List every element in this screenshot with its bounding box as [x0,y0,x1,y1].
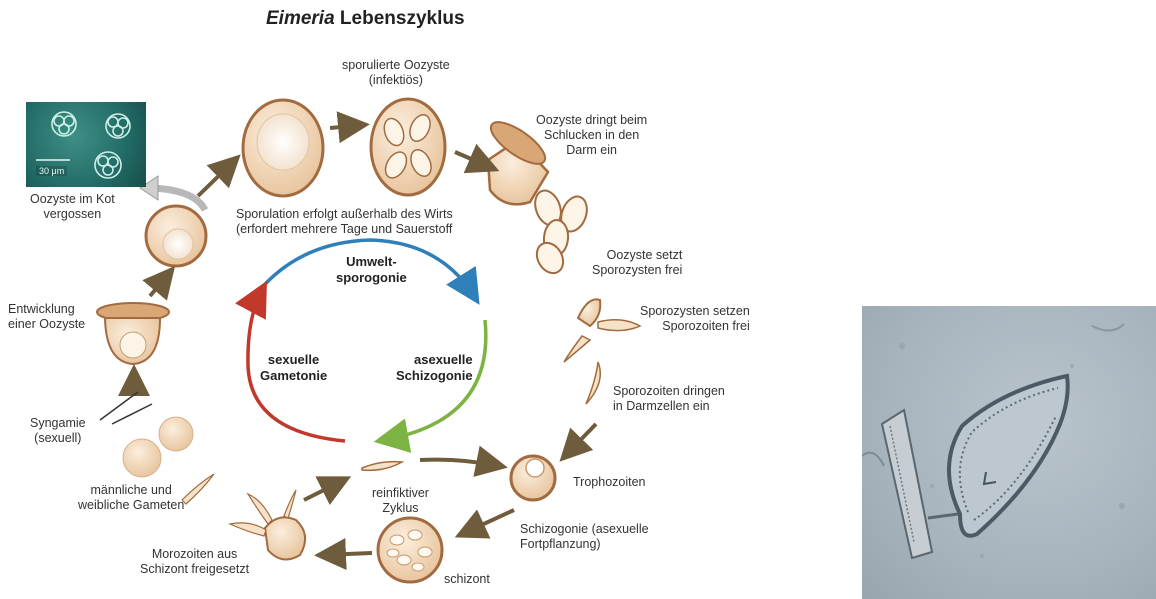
label-reinfective-cycle: reinfiktiverZyklus [372,486,429,516]
phase-environmental-sporogony: Umwelt-sporogonie [336,254,407,286]
label-trophozoites: Trophozoiten [573,475,646,490]
free-merozoite-stage [362,462,402,471]
label-schizont: schizont [444,572,490,587]
oocyst-development-stage [97,303,169,364]
label-schizogony: Schizogonie (asexuelleFortpflanzung) [520,522,649,552]
label-sporulation: Sporulation erfolgt außerhalb des Wirts(… [236,207,453,237]
phase-asexual-schizogony: asexuelleSchizogonie [396,352,473,384]
schizont-stage [378,518,442,582]
sporulated-oocyst-stage [371,99,445,195]
label-release-sporozoites: Sporozysten setzenSporozoiten frei [640,304,750,334]
sporocyst-stage [564,299,640,362]
syngamy-arrows [100,392,152,424]
label-sporulated-oocyst: sporulierte Oozyste(infektiös) [342,58,450,88]
oocyst-micrograph: 30 μm [26,102,146,187]
label-oocyst-feces: Oozyste im Kotvergossen [30,192,115,222]
label-release-sporocysts: Oozyste setztSporozysten frei [592,248,682,278]
micrograph-diatom [862,306,1156,599]
sporozoite-stage [586,362,600,404]
diatom-micrograph-photo [862,306,1156,599]
label-merozoites: Morozoiten ausSchizont freigesetzt [140,547,249,577]
label-oocyst-development: Entwicklungeiner Oozyste [8,302,85,332]
label-enter-cells: Sporozoiten dringenin Darmzellen ein [613,384,725,414]
trophozoite-stage [511,456,555,500]
shed-oocyst-stage [146,206,206,266]
oocyst-unsporulated-stage [243,100,323,196]
scale-bar-label: 30 μm [36,166,67,176]
label-gametes: männliche undweibliche Gameten [78,483,184,513]
phase-sexual-gametogony: sexuelleGametonie [260,352,327,384]
label-oocyst-swallowed: Oozyste dringt beimSchlucken in denDarm … [536,113,647,158]
label-syngamy: Syngamie(sexuell) [30,416,86,446]
